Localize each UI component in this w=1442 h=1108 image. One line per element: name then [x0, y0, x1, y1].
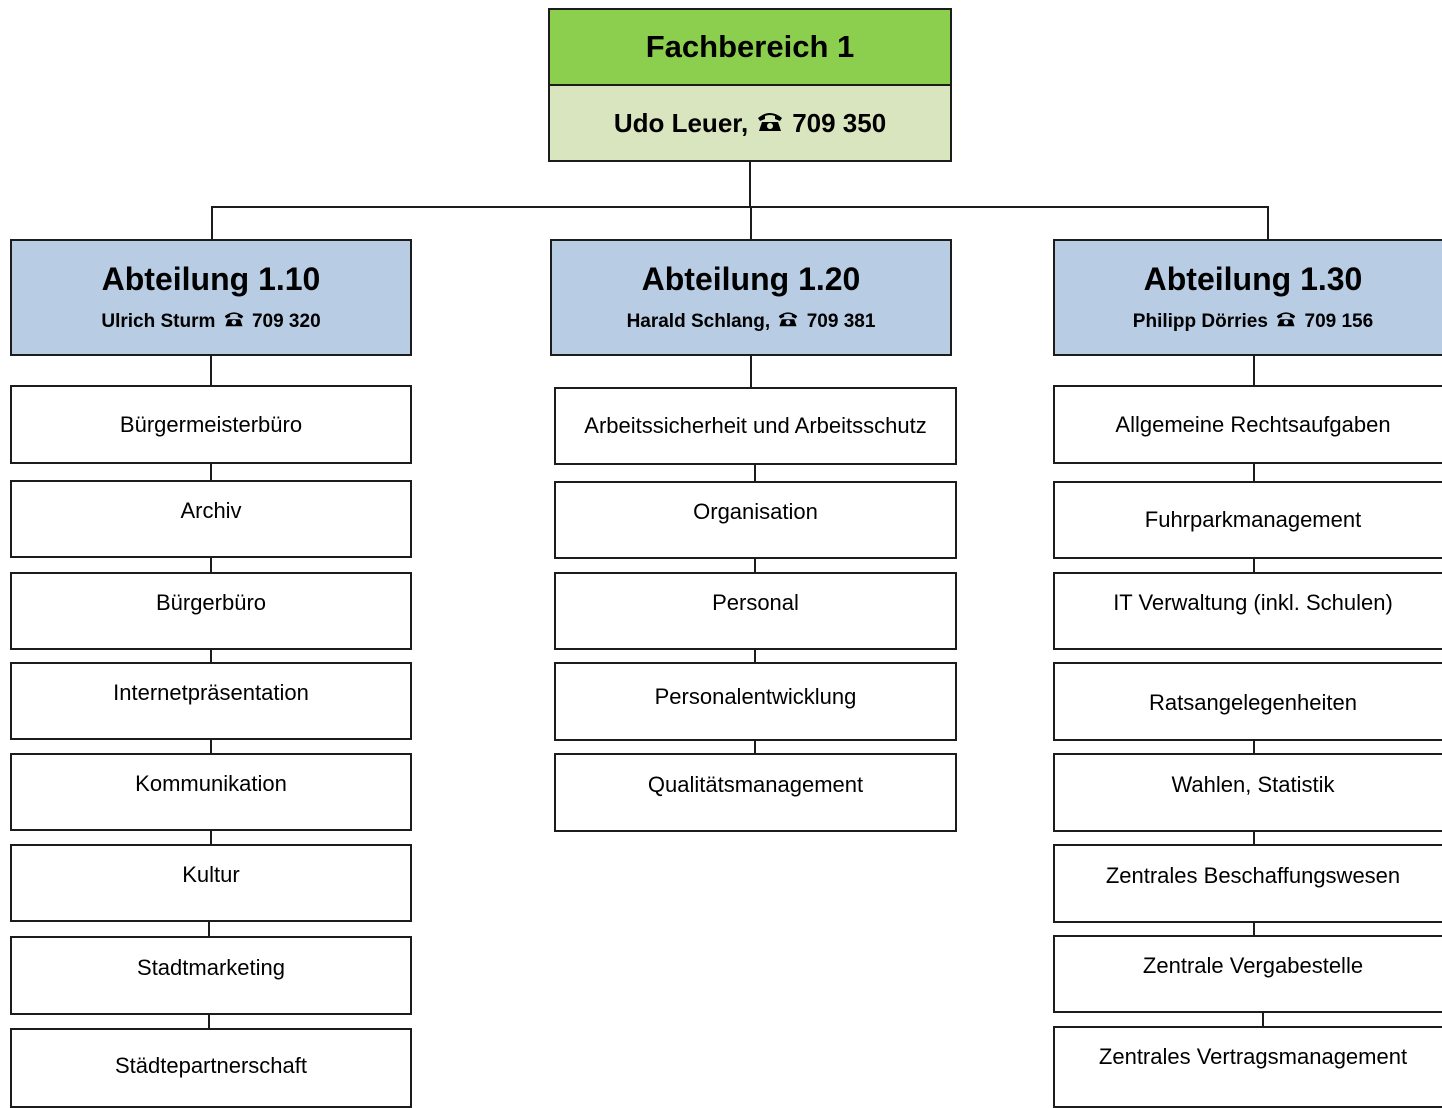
connector-col1 — [210, 829, 212, 846]
unit-box: Archiv — [10, 480, 412, 558]
connector-col1 — [208, 914, 210, 938]
unit-box: Internetpräsentation — [10, 662, 412, 740]
unit-label: Personalentwicklung — [654, 683, 857, 709]
unit-label: Qualitätsmanagement — [647, 771, 864, 797]
connector-col1 — [208, 1012, 210, 1030]
unit-label: Arbeitssicherheit und Arbeitsschutz — [584, 413, 927, 438]
root-head-phone: 709 350 — [792, 107, 887, 138]
department-title: Abteilung 1.10 — [101, 261, 321, 298]
connector-col1 — [210, 462, 212, 482]
unit-label: Zentrale Vergabestelle — [1142, 953, 1364, 978]
connector-col3 — [1253, 829, 1255, 846]
telephone-icon — [756, 108, 784, 139]
connector-col3 — [1253, 557, 1255, 574]
connector-col3 — [1262, 1011, 1264, 1027]
department-title: Abteilung 1.20 — [641, 261, 861, 298]
unit-box: Städtepartnerschaft — [10, 1028, 412, 1108]
department-head-name: Ulrich Sturm — [101, 310, 216, 332]
connector-horizontal — [211, 206, 1269, 208]
unit-box: IT Verwaltung (inkl. Schulen) — [1053, 572, 1442, 650]
department-head-phone: 709 320 — [251, 310, 321, 332]
connector-col1 — [210, 354, 212, 386]
connector-col2 — [754, 648, 756, 664]
unit-label: Fuhrparkmanagement — [1144, 507, 1362, 532]
department-head-name: Philipp Dörries — [1132, 310, 1268, 332]
unit-box: Ratsangelegenheiten — [1053, 662, 1442, 741]
department-head-phone: 709 156 — [1304, 310, 1374, 332]
department-head: Ulrich Sturm 709 320 — [101, 310, 320, 333]
unit-label: Personal — [712, 590, 799, 615]
unit-label: Bürgermeisterbüro — [119, 411, 303, 437]
connector-col3 — [1253, 354, 1255, 386]
unit-box: Zentrale Vergabestelle — [1053, 935, 1442, 1013]
department-title: Abteilung 1.30 — [1143, 261, 1363, 298]
unit-box: Arbeitssicherheit und Arbeitsschutz — [554, 387, 957, 465]
connector-col2 — [754, 739, 756, 755]
connector-col3 — [1253, 739, 1255, 755]
unit-label: Kultur — [182, 862, 240, 887]
root-title-box: Fachbereich 1 — [548, 8, 952, 86]
connector-col1 — [210, 556, 212, 574]
connector-col3 — [1253, 462, 1255, 482]
unit-label: Stadtmarketing — [137, 954, 285, 980]
unit-box: Organisation — [554, 481, 957, 559]
connector-col2 — [754, 557, 756, 574]
connector-col1 — [210, 648, 212, 664]
unit-label: IT Verwaltung (inkl. Schulen) — [1113, 590, 1393, 615]
connector-dept-120 — [750, 206, 752, 240]
unit-box: Fuhrparkmanagement — [1053, 481, 1442, 559]
connector-root-down — [749, 160, 751, 208]
connector-dept-130 — [1267, 206, 1269, 240]
unit-label: Archiv — [180, 498, 242, 523]
unit-label: Kommunikation — [135, 771, 287, 796]
department-head-name: Harald Schlang, — [626, 310, 771, 332]
department-box-1-20: Abteilung 1.20 Harald Schlang, 709 381 — [550, 239, 952, 356]
unit-box: Kultur — [10, 844, 412, 922]
unit-label: Allgemeine Rechtsaufgaben — [1115, 411, 1391, 437]
unit-box: Kommunikation — [10, 753, 412, 831]
department-head: Harald Schlang, 709 381 — [627, 310, 876, 333]
unit-label: Bürgerbüro — [155, 590, 267, 615]
unit-label: Wahlen, Statistik — [1171, 771, 1335, 797]
unit-box: Bürgerbüro — [10, 572, 412, 650]
unit-label: Städtepartnerschaft — [114, 1053, 307, 1078]
connector-col2 — [754, 463, 756, 483]
root-title: Fachbereich 1 — [645, 29, 855, 64]
unit-box: Zentrales Beschaffungswesen — [1053, 844, 1442, 923]
unit-box: Wahlen, Statistik — [1053, 753, 1442, 832]
department-head: Philipp Dörries 709 156 — [1133, 310, 1373, 333]
unit-label: Ratsangelegenheiten — [1149, 689, 1357, 715]
department-head-phone: 709 381 — [806, 310, 876, 332]
department-box-1-30: Abteilung 1.30 Philipp Dörries 709 156 — [1053, 239, 1442, 356]
telephone-icon — [223, 310, 245, 333]
unit-box: Allgemeine Rechtsaufgaben — [1053, 385, 1442, 464]
unit-box: Zentrales Vertragsmanagement — [1053, 1026, 1442, 1108]
unit-box: Bürgermeisterbüro — [10, 385, 412, 464]
unit-box: Stadtmarketing — [10, 936, 412, 1015]
root-head-name: Udo Leuer, — [613, 107, 749, 138]
unit-box: Qualitätsmanagement — [554, 753, 957, 832]
connector-dept-110 — [211, 206, 213, 240]
telephone-icon — [777, 310, 799, 333]
connector-col1 — [210, 738, 212, 754]
unit-box: Personal — [554, 572, 957, 650]
root-head-box: Udo Leuer, 709 350 — [548, 84, 952, 162]
telephone-icon — [1275, 310, 1297, 333]
unit-label: Internetpräsentation — [113, 680, 309, 705]
connector-col3 — [1253, 920, 1255, 937]
connector-col2 — [750, 354, 752, 388]
unit-box: Personalentwicklung — [554, 662, 957, 741]
unit-label: Organisation — [693, 499, 818, 524]
department-box-1-10: Abteilung 1.10 Ulrich Sturm 709 320 — [10, 239, 412, 356]
unit-label: Zentrales Vertragsmanagement — [1098, 1044, 1408, 1069]
unit-label: Zentrales Beschaffungswesen — [1105, 862, 1401, 888]
